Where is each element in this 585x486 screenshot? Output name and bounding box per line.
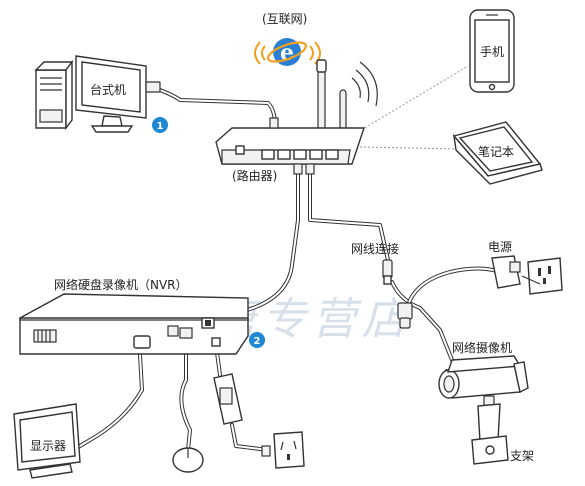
ie-icon: e: [254, 38, 321, 66]
power-adapter-icon: [213, 373, 243, 425]
network-connect-label: 网线连接: [351, 241, 399, 256]
step-badge-2: 2: [249, 332, 265, 348]
step-badge-1-text: 1: [157, 121, 164, 132]
step-badge-1: 1: [152, 117, 168, 133]
nvr-label: 网络硬盘录像机（NVR）: [54, 277, 188, 292]
nvr-monitor-cable: [68, 353, 144, 454]
nvr-mouse-cable: [179, 343, 192, 452]
phone-icon: [469, 9, 515, 93]
monitor-label: 显示器: [30, 439, 66, 453]
wifi-waves-icon: [351, 61, 378, 107]
bracket-label: 支架: [510, 449, 534, 463]
internet-label: (互联网): [262, 12, 307, 26]
desktop-router-cable: [158, 88, 277, 127]
router-label: (路由器): [232, 168, 277, 183]
desktop-computer-icon: [34, 55, 161, 133]
camera-bracket-icon: [471, 395, 509, 465]
nvr-icon: [19, 293, 249, 355]
router-icon: [215, 59, 378, 175]
router-camera-cable: [308, 168, 454, 362]
power-label: 电源: [488, 240, 512, 254]
phone-label: 手机: [480, 45, 504, 59]
wall-outlet-icon: [527, 257, 563, 295]
desktop-label: 台式机: [90, 82, 126, 97]
monitor-icon: [13, 403, 81, 479]
network-connector: [382, 259, 393, 285]
laptop-icon: [452, 121, 543, 185]
laptop-label: 笔记本: [478, 144, 514, 159]
step-badge-2-text: 2: [254, 336, 261, 347]
mouse-icon: [172, 447, 204, 473]
ip-camera-label: 网络摄像机: [452, 340, 512, 355]
ip-camera-icon: [438, 355, 529, 399]
wireless-links: [357, 65, 469, 150]
power-camera-cable: [397, 266, 502, 329]
wall-outlet-icon: [261, 431, 305, 469]
camera-power-adapter-icon: [491, 255, 521, 289]
